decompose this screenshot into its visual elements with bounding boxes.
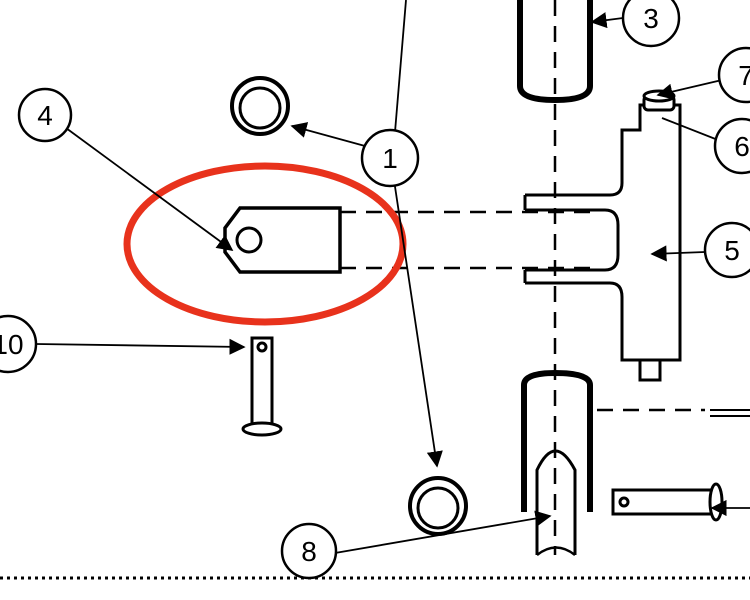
callout-8: 8: [280, 522, 338, 580]
callout-8-label: 8: [301, 536, 317, 567]
callout-5-label: 5: [724, 235, 740, 266]
clevis-pin: [241, 336, 283, 437]
leader-1-upper-washer: [290, 122, 366, 147]
callout-3: 3: [621, 0, 681, 48]
upper-sleeve: [517, 0, 593, 104]
callout-7: 7: [717, 46, 750, 104]
callout-6-label: 6: [734, 131, 750, 162]
link-plate: [223, 206, 342, 274]
callout-4: 4: [17, 87, 73, 143]
link-plate-hole: [235, 226, 263, 254]
leader-4: [65, 127, 234, 251]
leader-6: [661, 117, 719, 141]
lower-sleeve: [521, 369, 593, 556]
callout-10: 10: [0, 314, 38, 374]
callout-4-label: 4: [37, 100, 53, 131]
leader-10: [35, 338, 246, 355]
t-bracket-part: [523, 103, 682, 382]
callout-7-label: 7: [738, 60, 750, 91]
leader-8: [334, 510, 552, 554]
upper-washer: [230, 76, 290, 136]
side-pin: [611, 482, 724, 522]
leader-1-lower-washer: [393, 179, 443, 468]
leader-1-top: [394, 0, 407, 133]
callout-1: 1: [360, 128, 420, 188]
callout-1-label: 1: [382, 143, 398, 174]
lower-washer: [408, 476, 468, 536]
leader-5: [650, 245, 706, 262]
leader-7: [656, 79, 723, 100]
callout-5: 5: [703, 221, 750, 279]
callout-6: 6: [713, 117, 750, 175]
callout-10-label: 10: [0, 329, 24, 360]
leader-3: [590, 12, 624, 29]
callout-3-label: 3: [643, 3, 659, 34]
